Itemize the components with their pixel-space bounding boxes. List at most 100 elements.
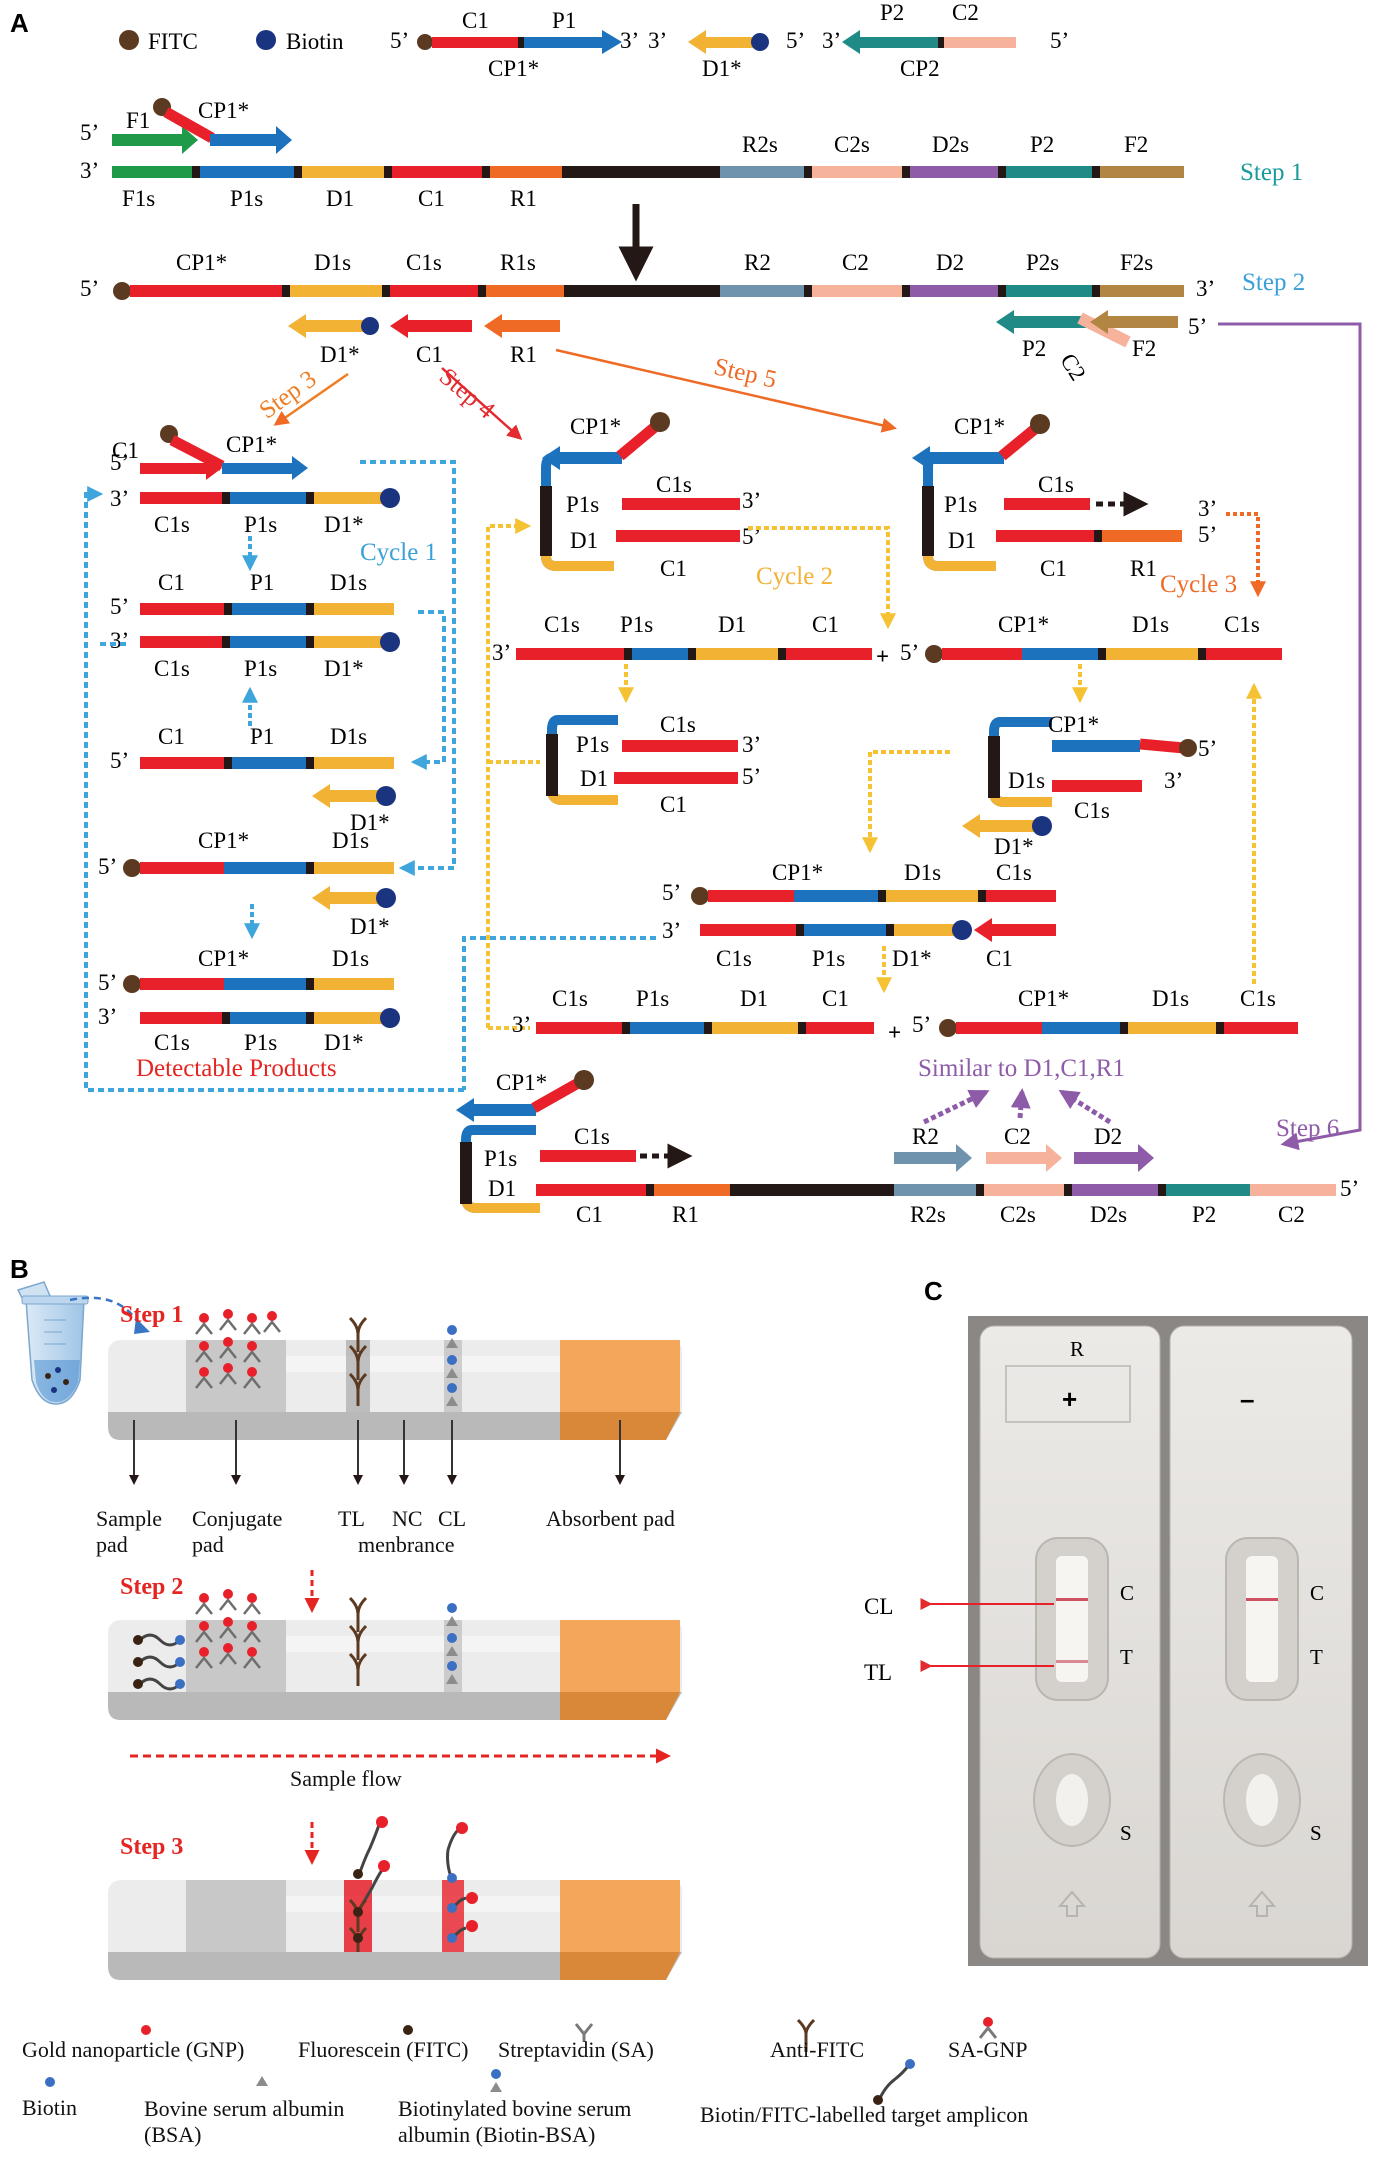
svg-text:+: + <box>876 644 889 669</box>
svg-text:D1s: D1s <box>330 570 367 595</box>
svg-text:C1: C1 <box>660 556 687 581</box>
middle-row-1: 3’ C1s P1s D1 C1 + 5’ CP1* D1s C1s <box>492 612 1282 669</box>
svg-text:P1s: P1s <box>484 1146 517 1171</box>
svg-text:R1: R1 <box>510 342 537 367</box>
svg-text:D1: D1 <box>718 612 746 637</box>
biotin-icon <box>45 2077 55 2087</box>
step5-loop: CP1* P1s D1 C1s C1 R1 3’ 5’ Cycle 3 <box>912 414 1266 598</box>
svg-text:P1: P1 <box>552 8 576 33</box>
svg-text:CP1*: CP1* <box>496 1070 547 1095</box>
fitc-icon <box>574 1070 594 1090</box>
svg-text:pad: pad <box>192 1532 224 1557</box>
svg-text:Streptavidin (SA): Streptavidin (SA) <box>498 2037 654 2062</box>
svg-text:D1*: D1* <box>320 342 360 367</box>
svg-text:Bovine serum albumin: Bovine serum albumin <box>144 2096 344 2121</box>
svg-text:CP1*: CP1* <box>954 414 1005 439</box>
svg-text:R2: R2 <box>744 250 771 275</box>
similar-label: Similar to D1,C1,R1 <box>918 1055 1125 1082</box>
svg-text:C1s: C1s <box>656 472 692 497</box>
svg-text:P1: P1 <box>250 570 274 595</box>
svg-text:SA-GNP: SA-GNP <box>948 2037 1027 2062</box>
fitc-icon <box>123 975 141 993</box>
svg-text:Biotinylated bovine serum: Biotinylated bovine serum <box>398 2096 631 2121</box>
svg-text:CP1*: CP1* <box>488 56 539 81</box>
svg-text:pad: pad <box>96 1532 128 1557</box>
anti-fitc-icon <box>796 2018 816 2052</box>
svg-text:R2s: R2s <box>910 1202 946 1227</box>
svg-text:R: R <box>1070 1337 1084 1361</box>
svg-text:C1s: C1s <box>544 612 580 637</box>
svg-text:P2s: P2s <box>1026 250 1059 275</box>
legend-bottom: Gold nanoparticle (GNP) Fluorescein (FIT… <box>22 2017 1028 2147</box>
middle-loop-right: CP1* 5’ 3’ D1s C1s D1* <box>962 712 1217 859</box>
svg-text:5’: 5’ <box>1198 736 1217 761</box>
svg-text:C1s: C1s <box>1240 986 1276 1011</box>
svg-text:P1s: P1s <box>812 946 845 971</box>
svg-text:D1s: D1s <box>1132 612 1169 637</box>
step1-row: 5’ 3’ F1 CP1* F1s P1s D1 C1 R1 R2s <box>80 98 1303 211</box>
svg-text:C1: C1 <box>1040 556 1067 581</box>
fitc-icon <box>417 34 433 50</box>
svg-text:C2: C2 <box>952 0 979 25</box>
svg-text:CP1*: CP1* <box>198 98 249 123</box>
fitc-icon <box>1030 414 1050 434</box>
svg-text:CP2: CP2 <box>900 56 940 81</box>
svg-text:C1s: C1s <box>406 250 442 275</box>
svg-text:F2: F2 <box>1124 132 1148 157</box>
svg-text:3’: 3’ <box>1198 496 1217 521</box>
svg-text:3’: 3’ <box>512 1012 531 1037</box>
svg-text:5’: 5’ <box>742 764 761 789</box>
svg-text:D2: D2 <box>936 250 964 275</box>
svg-text:3’: 3’ <box>80 158 99 183</box>
svg-text:+: + <box>888 1020 901 1045</box>
svg-text:CP1*: CP1* <box>772 860 823 885</box>
svg-text:D1: D1 <box>326 186 354 211</box>
tl-label: TL <box>864 1660 892 1685</box>
svg-text:C1s: C1s <box>996 860 1032 885</box>
svg-text:P2: P2 <box>1192 1202 1216 1227</box>
biotin-icon <box>751 33 769 51</box>
svg-text:(BSA): (BSA) <box>144 2122 201 2147</box>
svg-text:5’: 5’ <box>110 450 129 475</box>
svg-text:D1: D1 <box>740 986 768 1011</box>
svg-text:P1s: P1s <box>576 732 609 757</box>
svg-text:D1s: D1s <box>332 828 369 853</box>
svg-text:3’: 3’ <box>98 1004 117 1029</box>
svg-text:T: T <box>1120 1645 1133 1669</box>
svg-text:C2s: C2s <box>1000 1202 1036 1227</box>
svg-text:5’: 5’ <box>742 524 761 549</box>
svg-text:F2: F2 <box>1132 336 1156 361</box>
svg-text:D1*: D1* <box>324 1030 364 1055</box>
biotin-icon <box>256 30 276 50</box>
svg-text:3’: 3’ <box>822 28 841 53</box>
cl-label: CL <box>864 1594 893 1619</box>
panelb-step2: Step 2 <box>120 1574 183 1600</box>
segment-p1 <box>524 37 602 48</box>
svg-text:CL: CL <box>438 1506 466 1531</box>
svg-text:C1: C1 <box>158 570 185 595</box>
svg-text:C1: C1 <box>416 342 443 367</box>
step2-label: Step 2 <box>1242 269 1305 296</box>
middle-duplex: CP1* D1s C1s 5’ 3’ C1s P1s D1* C1 <box>662 860 1056 971</box>
biotin-icon <box>361 317 379 335</box>
svg-text:D1s: D1s <box>332 946 369 971</box>
svg-text:C1: C1 <box>660 792 687 817</box>
svg-text:R1s: R1s <box>500 250 536 275</box>
svg-text:T: T <box>1310 1645 1323 1669</box>
svg-text:D2s: D2s <box>932 132 969 157</box>
svg-text:CP1*: CP1* <box>226 432 277 457</box>
svg-text:Gold nanoparticle (GNP): Gold nanoparticle (GNP) <box>22 2037 244 2062</box>
svg-text:D1*: D1* <box>350 810 390 835</box>
legend-top: FITC Biotin <box>119 29 344 54</box>
cycle3-label: Cycle 3 <box>1160 571 1237 598</box>
svg-text:D1*: D1* <box>324 512 364 537</box>
svg-text:CP1*: CP1* <box>1018 986 1069 1011</box>
svg-text:R2: R2 <box>912 1124 939 1149</box>
svg-text:CP1*: CP1* <box>1048 712 1099 737</box>
svg-text:R1: R1 <box>672 1202 699 1227</box>
svg-text:C1s: C1s <box>1038 472 1074 497</box>
svg-text:C1s: C1s <box>154 656 190 681</box>
svg-text:Anti-FITC: Anti-FITC <box>770 2037 864 2062</box>
primer-d1: 3’ D1* <box>648 28 769 81</box>
